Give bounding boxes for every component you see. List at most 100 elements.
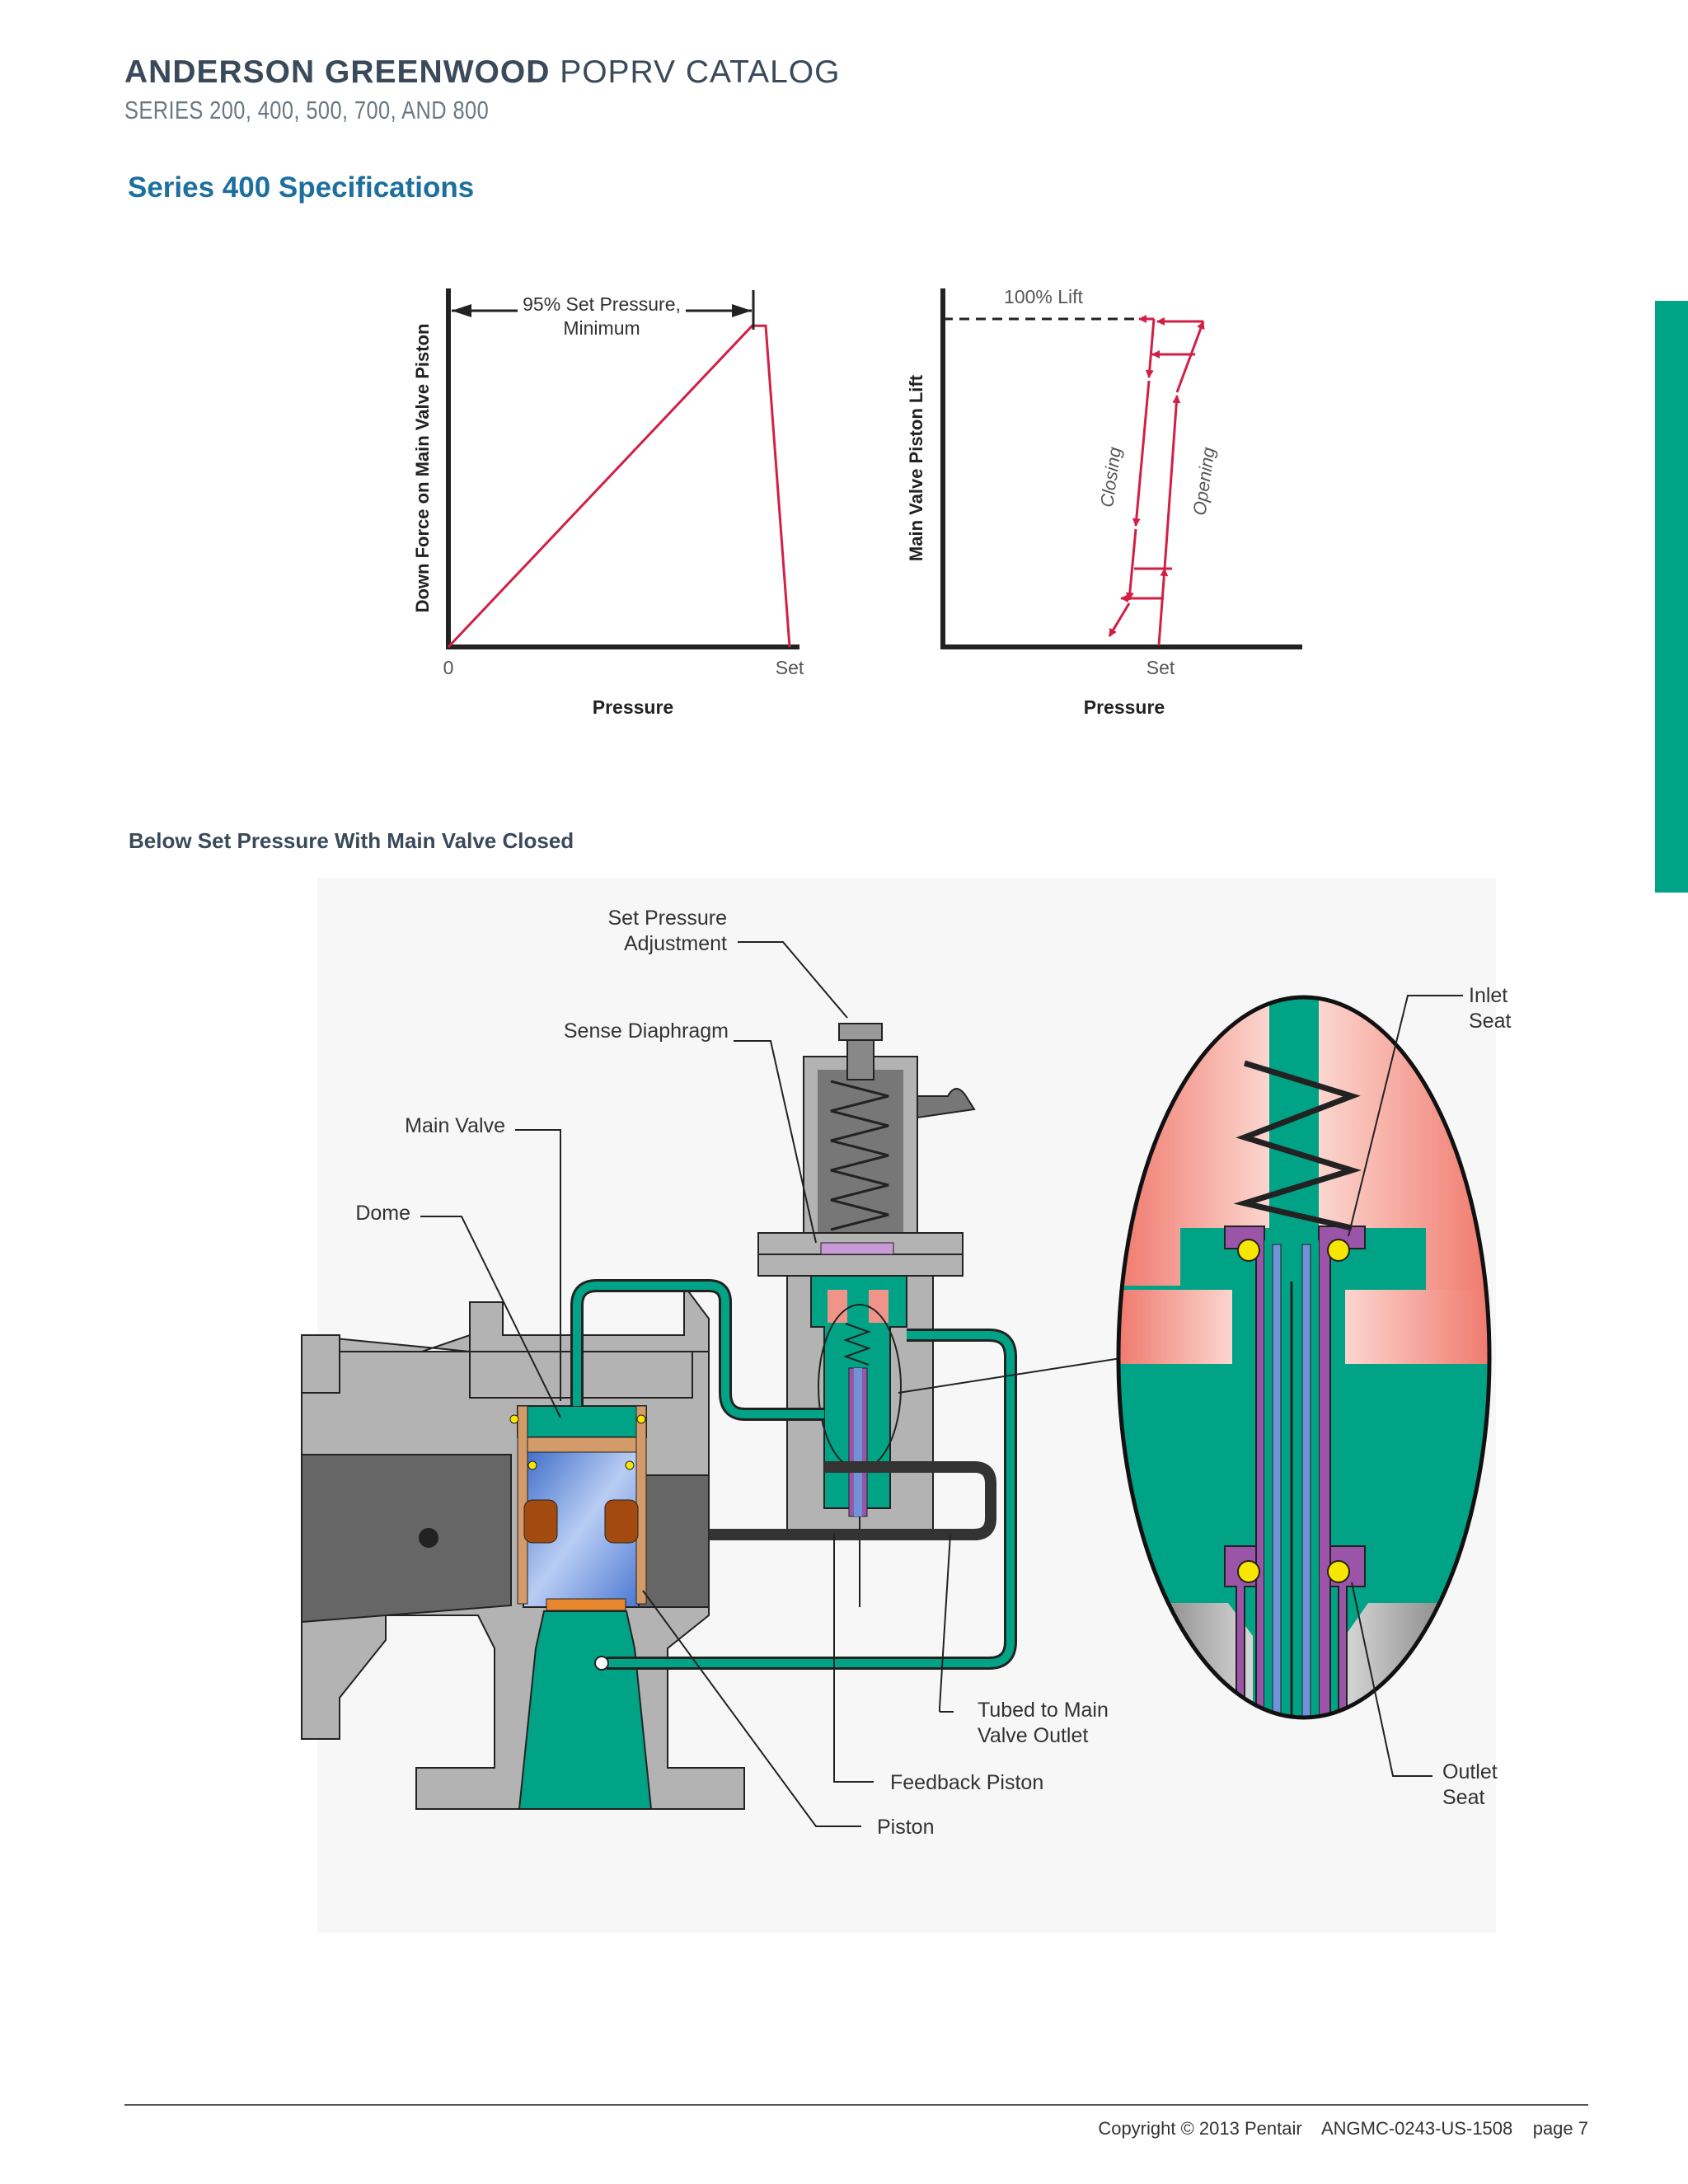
label-piston: Piston [877, 1816, 934, 1839]
inlet-flange-top [301, 1334, 340, 1394]
sense-tubes [570, 1279, 1017, 1670]
feedback-tube [709, 1461, 996, 1540]
label-tubed-2: Valve Outlet [978, 1724, 1088, 1747]
chart2-close-seg4 [1108, 602, 1131, 637]
chart1-annotation-line1: 95% Set Pressure, [523, 293, 681, 315]
adjust-screw-head [838, 1023, 883, 1041]
footer-page: page 7 [1532, 2118, 1588, 2139]
pilot-salmon-right [869, 1290, 889, 1323]
chart2-closing-label: Closing [1096, 445, 1125, 509]
label-sense-diaphragm: Sense Diaphragm [564, 1019, 729, 1043]
chart2-close-seg2 [1132, 380, 1151, 527]
leader-inlet-seat [1348, 995, 1463, 1237]
leader-set-pressure [738, 941, 848, 1019]
zoom-oval-border [1116, 995, 1492, 1720]
zoom-stem-blue-right [1301, 1244, 1311, 1718]
label-feedback-piston: Feedback Piston [890, 1771, 1043, 1794]
zoom-seat-inlet-right [1327, 1239, 1350, 1262]
leader-piston [642, 1590, 861, 1827]
chart1-annotation-line2: Minimum [563, 317, 640, 339]
outlet-tube [607, 1331, 1015, 1667]
chart2-open-seg3 [1175, 321, 1205, 393]
zoom-salmon-left-low [1118, 1290, 1232, 1364]
zoom-green-band [1118, 1286, 1236, 1290]
bore-hole [419, 1528, 438, 1548]
zoom-seat-inlet-left [1237, 1239, 1260, 1262]
label-main-valve: Main Valve [405, 1114, 505, 1137]
footer-rule [124, 2104, 1588, 2106]
catalog-title: ANDERSON GREENWOOD POPRV CATALOG [124, 54, 840, 91]
catalog-title-brand: ANDERSON GREENWOOD [124, 54, 551, 90]
liner-right [635, 1405, 647, 1605]
leader-tubed [939, 1534, 951, 1712]
tube-fitting [594, 1656, 609, 1671]
pilot-spring [830, 1080, 889, 1231]
zoom-sleeve-left [1224, 1226, 1265, 1718]
chart2-open-seg1 [1157, 568, 1169, 646]
side-tab [1655, 301, 1688, 893]
chart1-dim-arrow-right [732, 304, 752, 317]
piston-ring [523, 1436, 640, 1453]
seal-1 [509, 1414, 519, 1424]
chart2-open-seg2 [1163, 395, 1181, 569]
chart2-close-seg3 [1125, 528, 1137, 601]
zoom-seat-outlet-left [1237, 1560, 1260, 1583]
piston-pad-left [523, 1499, 558, 1544]
sense-diaphragm [820, 1242, 894, 1255]
chart1-x-label: Pressure [593, 696, 673, 718]
label-tubed-1: Tubed to Main [978, 1699, 1109, 1722]
leader-main-valve [515, 1129, 561, 1401]
chart-piston-lift: 100% Lift Closing Opening Set Pressure M… [906, 286, 1302, 718]
cap-tab [917, 1088, 976, 1119]
zoom-seat-outlet-right [1327, 1560, 1350, 1583]
piston-pad-right [604, 1499, 639, 1544]
pilot-inner-spring [843, 1323, 871, 1366]
section-title: Series 400 Specifications [128, 171, 475, 204]
chart2-reference-label: 100% Lift [1004, 286, 1084, 307]
seal-3 [528, 1460, 537, 1470]
inlet-nozzle [518, 1610, 653, 1810]
chart1-y-label: Down Force on Main Valve Piston [412, 324, 433, 613]
chart1-dim-arrow-left [452, 304, 471, 317]
zoom-stem-blue-left [1272, 1244, 1282, 1718]
footer-copyright: Copyright © 2013 Pentair [1098, 2118, 1302, 2139]
inlet-bore [301, 1454, 512, 1624]
leader-sense-diaphragm [734, 1040, 817, 1244]
footer-doc-code: ANGMC-0243-US-1508 [1320, 2118, 1513, 2139]
label-outlet-seat-2: Seat [1442, 1786, 1484, 1809]
valve-diagram: Set Pressure Adjustment Sense Diaphragm … [301, 878, 1511, 1933]
pilot-flange-bottom [757, 1254, 964, 1277]
catalog-title-rest: POPRV CATALOG [550, 54, 841, 90]
chart1-tick-0: 0 [443, 657, 454, 678]
label-set-pressure-1: Set Pressure [607, 907, 727, 930]
label-set-pressure-2: Adjustment [624, 932, 727, 955]
feedback-core [854, 1368, 862, 1516]
leader-dome [420, 1216, 561, 1418]
zoom-connector [898, 1357, 1122, 1394]
label-dome: Dome [355, 1202, 410, 1225]
chart2-y-label: Main Valve Piston Lift [906, 374, 926, 561]
chart2-tick-set: Set [1146, 657, 1175, 678]
chart2-hysteresis-arrows [1108, 315, 1205, 646]
leader-lines [420, 941, 1463, 1827]
chart2-x-label: Pressure [1084, 696, 1165, 718]
chart1-tick-set: Set [776, 657, 804, 678]
leader-feedback [833, 1533, 874, 1783]
chart1-series-line [447, 324, 791, 649]
zoom-sleeve-right-low [1329, 1545, 1366, 1718]
chart2-close-seg1 [1145, 318, 1156, 378]
leader-outlet-seat [1351, 1582, 1432, 1777]
label-inlet-seat-1: Inlet [1469, 984, 1507, 1007]
dome [517, 1405, 647, 1438]
chart-down-force: 95% Set Pressure, Minimum 0 Set Pressure… [412, 288, 804, 718]
seal-4 [625, 1460, 635, 1470]
dome-tube [573, 1282, 824, 1418]
zoom-salmon-right-low [1345, 1290, 1489, 1364]
label-inlet-seat-2: Seat [1469, 1010, 1511, 1033]
zoom-sleeve-left-low [1224, 1545, 1257, 1718]
zoom-spring [1233, 1060, 1362, 1231]
catalog-subtitle: SERIES 200, 400, 500, 700, AND 800 [124, 96, 490, 124]
chart2-opening-label: Opening [1189, 445, 1218, 517]
diagram-subtitle: Below Set Pressure With Main Valve Close… [129, 828, 574, 853]
